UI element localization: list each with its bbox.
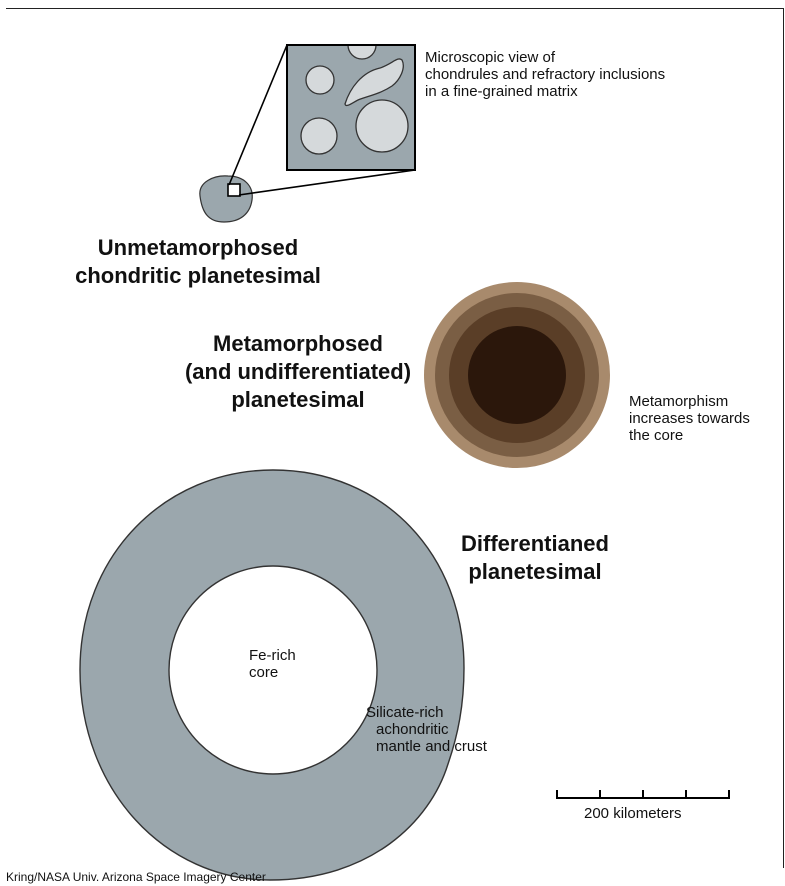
- core-label-line: Fe-rich: [249, 647, 296, 664]
- zoom-line-bottom: [238, 169, 416, 196]
- metamorphism-note-line: increases towards: [629, 410, 750, 427]
- unmetamorphosed-label: Unmetamorphosed chondritic planetesimal: [48, 234, 348, 290]
- unmetamorphosed-label-line: chondritic planetesimal: [75, 263, 321, 288]
- chondrule: [355, 99, 409, 153]
- metamorphosed-label-line: (and undifferentiated): [184, 359, 412, 384]
- zoom-region-box: [227, 183, 241, 197]
- differentiated-label-line: planetesimal: [468, 559, 602, 584]
- zoom-line-top: [228, 44, 288, 186]
- inset-caption-line: Microscopic view of: [425, 49, 556, 66]
- metamorphosed-label-line: Metamorphosed: [213, 331, 383, 356]
- inset-caption: Microscopic view of chondrules and refra…: [425, 49, 665, 100]
- microscopic-inset: [286, 44, 416, 171]
- metamorphosed-label: Metamorphosed (and undifferentiated) pla…: [168, 330, 428, 414]
- mantle-label-line: achondritic: [376, 721, 449, 738]
- inset-caption-line: in a fine-grained matrix: [425, 83, 578, 100]
- scale-bar: [556, 790, 730, 799]
- metamorphism-note-line: the core: [629, 427, 684, 444]
- chondrule: [300, 117, 338, 155]
- unmetamorphosed-label-line: Unmetamorphosed: [97, 235, 299, 260]
- mantle-label-line: Silicate-rich: [366, 704, 444, 721]
- image-credit: Kring/NASA Univ. Arizona Space Imagery C…: [6, 870, 266, 884]
- metamorphism-note-line: Metamorphism: [629, 393, 729, 410]
- differentiated-label: Differentianed planetesimal: [430, 530, 640, 586]
- fe-rich-core: [168, 565, 378, 775]
- inset-caption-line: chondrules and refractory inclusions: [425, 66, 666, 83]
- scale-bar-label: 200 kilometers: [584, 805, 682, 822]
- chondrule: [305, 65, 335, 95]
- mantle-label-line: mantle and crust: [376, 738, 487, 755]
- core-label: Fe-rich core: [249, 647, 296, 681]
- metamorphosed-label-line: planetesimal: [231, 387, 365, 412]
- core-label-line: core: [249, 664, 279, 681]
- metamorphosed-planetesimal: [424, 282, 610, 468]
- differentiated-label-line: Differentianed: [461, 531, 609, 556]
- metamorphism-note: Metamorphism increases towards the core: [629, 393, 750, 444]
- refractory-inclusion: [344, 58, 404, 107]
- mantle-label: Silicate-rich achondritic mantle and cru…: [366, 704, 487, 755]
- figure-frame: [6, 8, 784, 868]
- chondrule: [347, 45, 377, 60]
- differentiated-planetesimal: [79, 469, 465, 881]
- small-planetesimal: [199, 175, 253, 223]
